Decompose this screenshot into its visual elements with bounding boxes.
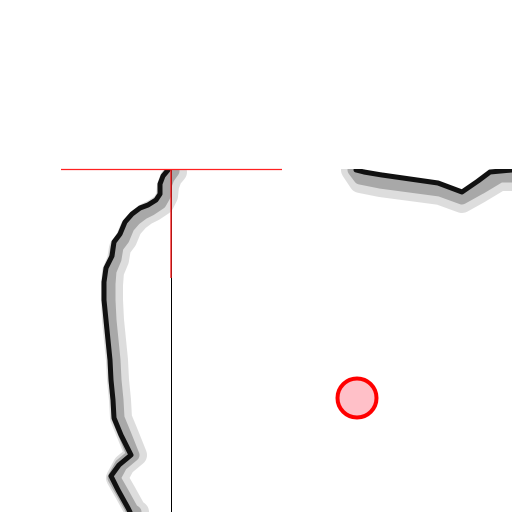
top-right-boundary-line: [353, 167, 512, 195]
top-right-boundary-shadow: [347, 163, 512, 205]
left-boundary: [101, 161, 187, 512]
top-right-boundary: [341, 159, 512, 213]
unloaded-area: [0, 0, 512, 169]
location-marker-icon[interactable]: [335, 376, 379, 420]
left-boundary-line: [101, 167, 171, 512]
crosshair-icon: [61, 168, 282, 278]
